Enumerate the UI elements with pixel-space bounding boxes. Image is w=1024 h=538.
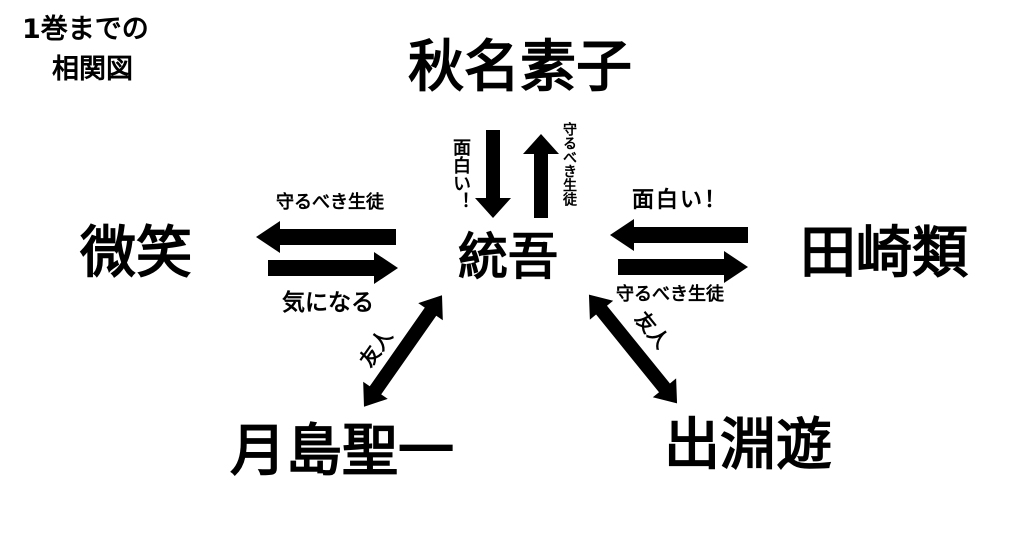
arrow-center-bottom-left [363, 295, 443, 407]
node-top: 秋名素子 [408, 35, 632, 100]
arrow-center-to-right [618, 251, 748, 283]
label-center-to-top: 守るべき生徒 [561, 122, 577, 206]
node-left: 微笑 [80, 221, 192, 286]
label-center-to-left: 守るべき生徒 [276, 192, 384, 213]
arrow-right-to-center [610, 219, 748, 251]
label-top-to-center: 面白い！ [450, 138, 471, 210]
node-bottom-right: 出淵遊 [664, 413, 832, 478]
arrow-center-to-top [523, 134, 559, 218]
node-center: 統吾 [458, 228, 558, 286]
arrow-center-to-left [256, 221, 396, 253]
node-right: 田崎類 [800, 221, 968, 286]
arrow-left-to-center [268, 252, 398, 284]
arrow-top-to-center [475, 130, 511, 218]
arrow-center-bottom-right [588, 294, 678, 404]
diagram-title: 1巻までの 相関図 [22, 10, 212, 90]
title-line-1: 1巻までの [22, 14, 149, 45]
label-right-to-center: 面白い！ [632, 188, 729, 213]
label-left-to-center: 気になる [282, 290, 374, 316]
node-bottom-left: 月島聖一 [230, 419, 454, 484]
label-center-to-right: 守るべき生徒 [616, 284, 724, 305]
title-line-2: 相関図 [52, 54, 133, 85]
